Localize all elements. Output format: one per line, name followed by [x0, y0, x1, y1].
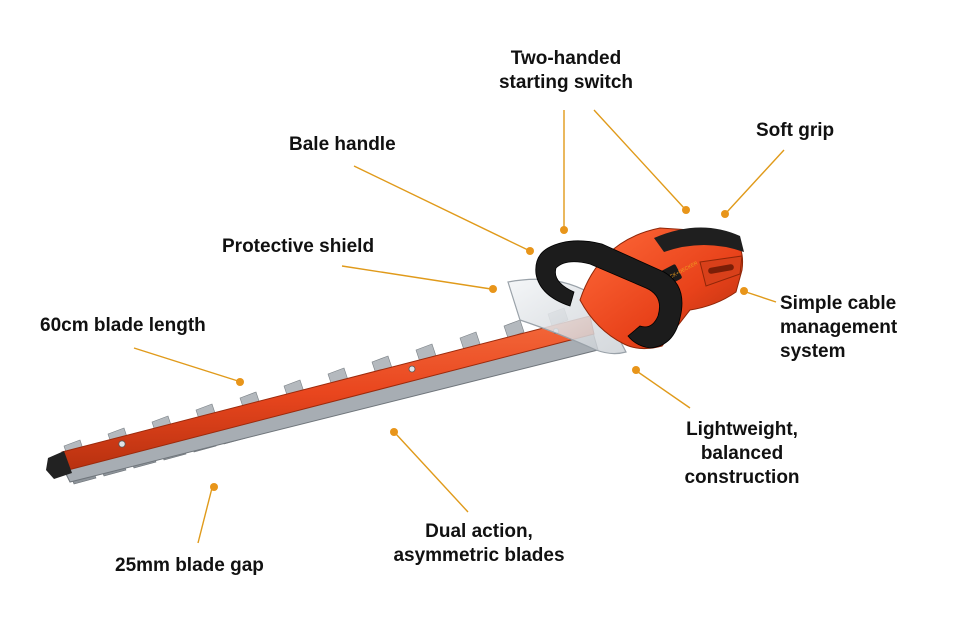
- callout-cable-management: Simple cable management system: [780, 292, 897, 364]
- blade-rivet: [408, 365, 416, 373]
- leader-dots: [210, 206, 748, 491]
- callout-line: Two-handed: [510, 48, 622, 69]
- callout-line: management: [780, 317, 898, 338]
- callout-dot-dual-action: [390, 428, 398, 436]
- callout-dot-blade-length: [236, 378, 244, 386]
- cable-slot: [708, 264, 734, 274]
- callout-line: asymmetric blades: [393, 545, 565, 566]
- blade-guide-bar: [61, 315, 595, 471]
- callout-dot-protective-shield: [489, 285, 497, 293]
- callout-dot-two-handed-switch-2: [682, 206, 690, 214]
- callout-dot-soft-grip: [721, 210, 729, 218]
- callout-line: starting switch: [498, 72, 634, 93]
- callout-dot-bale-handle: [526, 247, 534, 255]
- callout-line: Simple cable: [780, 293, 897, 314]
- callout-line: Bale handle: [289, 134, 396, 155]
- callout-lightweight: Lightweight, balanced construction: [668, 418, 816, 490]
- bale-handle-shape: [535, 240, 683, 349]
- rear-handle-soft-grip: [654, 227, 744, 252]
- callout-dual-action: Dual action, asymmetric blades: [374, 520, 584, 568]
- callout-blade-length: 60cm blade length: [40, 314, 206, 338]
- callout-line: balanced: [700, 443, 784, 464]
- callout-blade-gap: 25mm blade gap: [115, 554, 264, 578]
- callout-two-handed-switch: Two-handed starting switch: [478, 47, 654, 95]
- callout-soft-grip: Soft grip: [756, 119, 834, 143]
- callout-line: Lightweight,: [686, 419, 798, 440]
- callout-line: Soft grip: [756, 120, 835, 141]
- blade-tip-cap: [46, 451, 72, 479]
- callout-line: Dual action,: [425, 521, 533, 542]
- callout-protective-shield: Protective shield: [222, 235, 374, 259]
- callout-dot-lightweight: [632, 366, 640, 374]
- callout-line: Protective shield: [222, 236, 375, 257]
- callout-bale-handle: Bale handle: [289, 133, 396, 157]
- callout-dot-cable-management: [740, 287, 748, 295]
- callout-line: system: [780, 341, 846, 362]
- callout-dot-two-handed-switch: [560, 226, 568, 234]
- callout-dot-blade-gap: [210, 483, 218, 491]
- callout-line: construction: [684, 467, 800, 488]
- callout-line: 25mm blade gap: [115, 555, 264, 576]
- callout-line: 60cm blade length: [40, 315, 206, 336]
- leader-lines: [133, 109, 785, 544]
- blade-rivet: [118, 440, 126, 448]
